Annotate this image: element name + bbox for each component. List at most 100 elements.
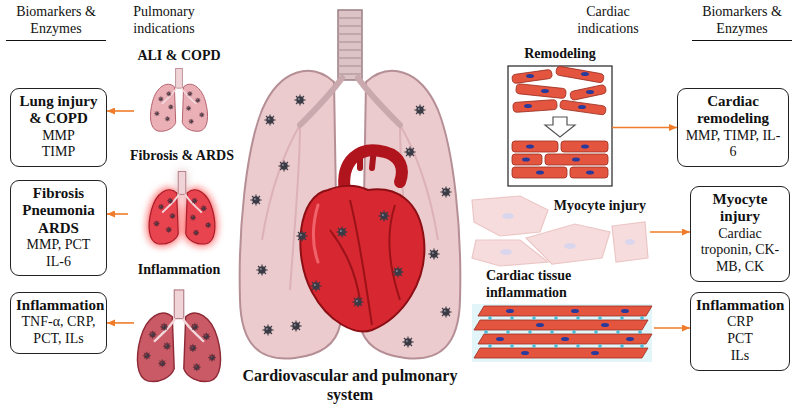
arrow-connector (650, 231, 690, 233)
illustration-part (338, 49, 362, 51)
illustration-part (640, 316, 644, 320)
illustration-part (256, 264, 267, 275)
illustration-part (536, 171, 544, 175)
illustration-part (526, 74, 534, 78)
illustration-part (524, 72, 594, 109)
illustration-part (541, 89, 549, 93)
illustration-part (560, 100, 607, 115)
illustration-part (564, 243, 576, 249)
column-header: Pulmonary indications (118, 4, 210, 38)
figure-heading: Remodeling (508, 46, 612, 63)
illustration-part (512, 154, 542, 165)
illustration-part (338, 65, 362, 67)
illustration-part (496, 337, 504, 341)
tissue-illustration: Cardiac tissue inflammation (470, 268, 654, 364)
lung-illustration: ALI & COPD (134, 48, 224, 134)
illustration-part (262, 324, 273, 335)
illustration-part (586, 90, 594, 94)
figure-heading: Inflammation (134, 262, 224, 279)
illustration-part (638, 330, 642, 334)
illustration-part (512, 69, 553, 83)
illustration-part (620, 344, 624, 348)
illustration-part (521, 351, 529, 355)
box-heading: Cardiac remodeling (683, 93, 783, 128)
illustration-part (620, 316, 624, 320)
illustration-part (626, 337, 634, 341)
lung-illustration: Inflammation (134, 262, 224, 390)
illustration-part (440, 306, 451, 317)
figure-caption: Cardiovascular and pulmonary system (232, 366, 468, 404)
box-heading: Inflammation (16, 297, 101, 314)
illustration-part (528, 330, 532, 334)
lung-glow (149, 172, 215, 244)
illustration-part (338, 17, 362, 19)
illustration-part (591, 351, 599, 355)
illustration-part (338, 33, 362, 35)
central-illustration (240, 10, 461, 359)
illustration-part (516, 84, 567, 99)
illustration-part (278, 160, 289, 171)
illustration-part (570, 84, 607, 100)
illustration-part (506, 309, 514, 313)
illustration-part (290, 320, 301, 331)
box-body: MMP, PCT IL-6 (19, 237, 99, 271)
illustration-part (512, 141, 558, 152)
figure-heading: ALI & COPD (134, 48, 224, 65)
myocyte-illustration: Myocyte injury (470, 198, 650, 266)
column-header: Cardiac indications (562, 4, 654, 38)
illustration-part (524, 104, 532, 108)
arrow-connector (612, 127, 677, 129)
illustration-part (472, 196, 548, 236)
column-header: Biomarkers & Enzymes (692, 4, 792, 41)
remodeling-illustration (508, 66, 612, 186)
illustration-part (338, 73, 362, 75)
illustration-part (621, 309, 629, 313)
column-header: Biomarkers & Enzymes (6, 4, 106, 41)
lung-illustration (137, 290, 220, 382)
illustration-part (428, 248, 439, 259)
illustration-part (522, 158, 530, 162)
box-heading: Inflammation (696, 297, 784, 314)
illustration-part (561, 141, 608, 152)
illustration-part (545, 117, 575, 137)
biomarker-box: Lung injury & COPDMMP TIMP (10, 88, 107, 167)
illustration-part (352, 296, 363, 307)
biomarker-box: InflammationTNF-α, CRP, PCT, ILs (10, 292, 107, 354)
illustration-part (555, 66, 604, 83)
illustration-part (576, 316, 580, 320)
illustration-part (640, 344, 644, 348)
illustration-part (616, 330, 620, 334)
illustration-part (474, 306, 652, 358)
biomarker-box: Fibrosis Pneumonia ARDSMMP, PCT IL-6 (10, 180, 107, 276)
illustration-part (578, 105, 586, 109)
illustration-part (414, 104, 425, 115)
illustration-part (440, 186, 451, 197)
biomarker-box: Cardiac remodelingMMP, TIMP, IL-6 (677, 88, 789, 167)
illustration-part (378, 210, 389, 221)
illustration-part (598, 316, 602, 320)
biomarker-box: InflammationCRP PCT ILs (690, 292, 790, 371)
illustration-part (532, 316, 536, 320)
illustration-part (576, 344, 580, 348)
illustration-part (581, 72, 589, 76)
lung-illustration: Fibrosis & ARDS (128, 148, 236, 248)
tissue-inflammation-illustration (472, 304, 652, 362)
illustration-part (484, 316, 644, 348)
illustration-part (561, 337, 569, 341)
biomarker-box: Myocyte injuryCardiac troponin, CK-MB, C… (690, 186, 790, 282)
box-body: MMP, TIMP, IL-6 (683, 128, 783, 162)
illustration-part (392, 266, 403, 277)
illustration-part (572, 158, 580, 162)
box-body: MMP TIMP (42, 128, 75, 162)
illustration-part (550, 330, 554, 334)
illustration-part (330, 200, 400, 325)
illustration-part (612, 222, 648, 262)
illustration-part (484, 330, 488, 334)
illustration-part (496, 309, 634, 355)
illustration-part (508, 66, 612, 186)
illustration-part (338, 10, 362, 80)
illustration-part (300, 78, 400, 125)
